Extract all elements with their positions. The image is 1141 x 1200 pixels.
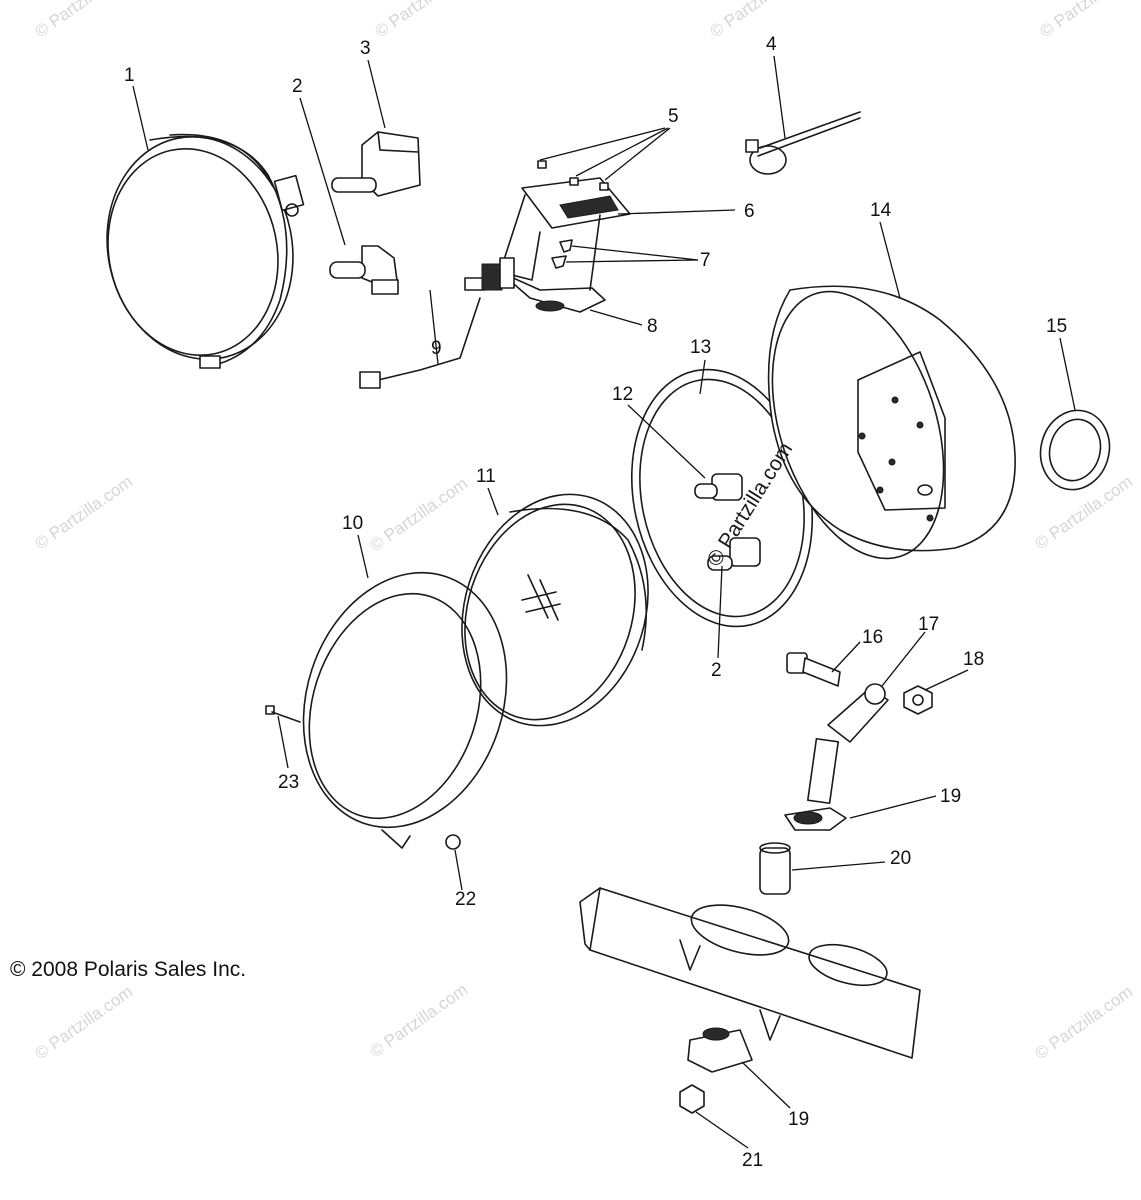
watermark-text: © Partzilla.com [1031,982,1136,1063]
part-9-wiring-harness [359,257,515,389]
callout-6: 6 [744,201,755,222]
leader-lines [132,55,1076,1149]
callout-17: 17 [918,614,939,635]
part-2-bulb-upper [329,245,399,295]
callout-2-lower: 2 [711,660,722,681]
part-5-8-bracket-assembly [499,160,631,313]
watermark-text: © Partzilla.com [1036,0,1141,41]
part-4-wire-tie [745,111,861,175]
watermark-text: © Partzilla.com [366,980,471,1061]
callout-21: 21 [742,1150,763,1171]
callout-11: 11 [476,466,496,487]
copyright-notice: © 2008 Polaris Sales Inc. [10,958,247,981]
part-17-mount-stem [806,683,889,805]
part-11-sealed-beam [461,493,649,727]
callout-13: 13 [690,337,711,358]
part-16-bolt [786,652,841,687]
part-23-screw [265,705,301,723]
callout-5: 5 [668,106,679,127]
part-21-nut [679,1084,705,1114]
callout-20: 20 [890,848,911,869]
part-15-grommet [1039,409,1111,491]
watermark-text: © Partzilla.com [366,474,471,555]
callout-8: 8 [647,316,658,337]
callout-18: 18 [963,649,984,670]
part-19-washer-lower [687,1027,753,1073]
callout-labels: 1 2 3 4 5 6 7 8 9 10 11 12 13 14 15 16 1… [124,34,1067,1171]
watermark-text: © Partzilla.com [1031,472,1136,553]
callout-16: 16 [862,627,883,648]
part-22-nut [445,834,461,850]
part-18-nut [903,685,933,715]
callout-3: 3 [360,38,371,59]
watermark-text: © Partzilla.com [31,982,136,1063]
callout-12: 12 [612,384,633,405]
mount-base [579,887,921,1059]
callout-2-upper: 2 [292,76,303,97]
part-10-bezel-ring [302,571,508,849]
callout-19-upper: 19 [940,786,961,807]
callout-19-lower: 19 [788,1109,809,1130]
callout-7: 7 [700,250,711,271]
part-19-washer-upper [784,807,847,831]
part-14-housing-bucket [767,285,1016,560]
callout-22: 22 [455,889,476,910]
watermark-text: © Partzilla.com [31,472,136,553]
part-20-spacer [759,842,791,895]
callout-10: 10 [342,513,363,534]
watermark-text: © Partzilla.com [706,0,811,41]
watermark-text: © Partzilla.com [371,0,476,41]
part-1-headlamp-assembly [106,133,305,369]
part-3-hid-ballast [331,131,421,197]
callout-14: 14 [870,200,892,221]
callout-4: 4 [766,34,777,55]
callout-23: 23 [278,772,299,793]
callout-1: 1 [124,65,135,86]
callout-15: 15 [1046,316,1067,337]
callout-9: 9 [431,338,442,359]
part-12-bulb [694,473,761,571]
watermark-text: © Partzilla.com [31,0,136,41]
